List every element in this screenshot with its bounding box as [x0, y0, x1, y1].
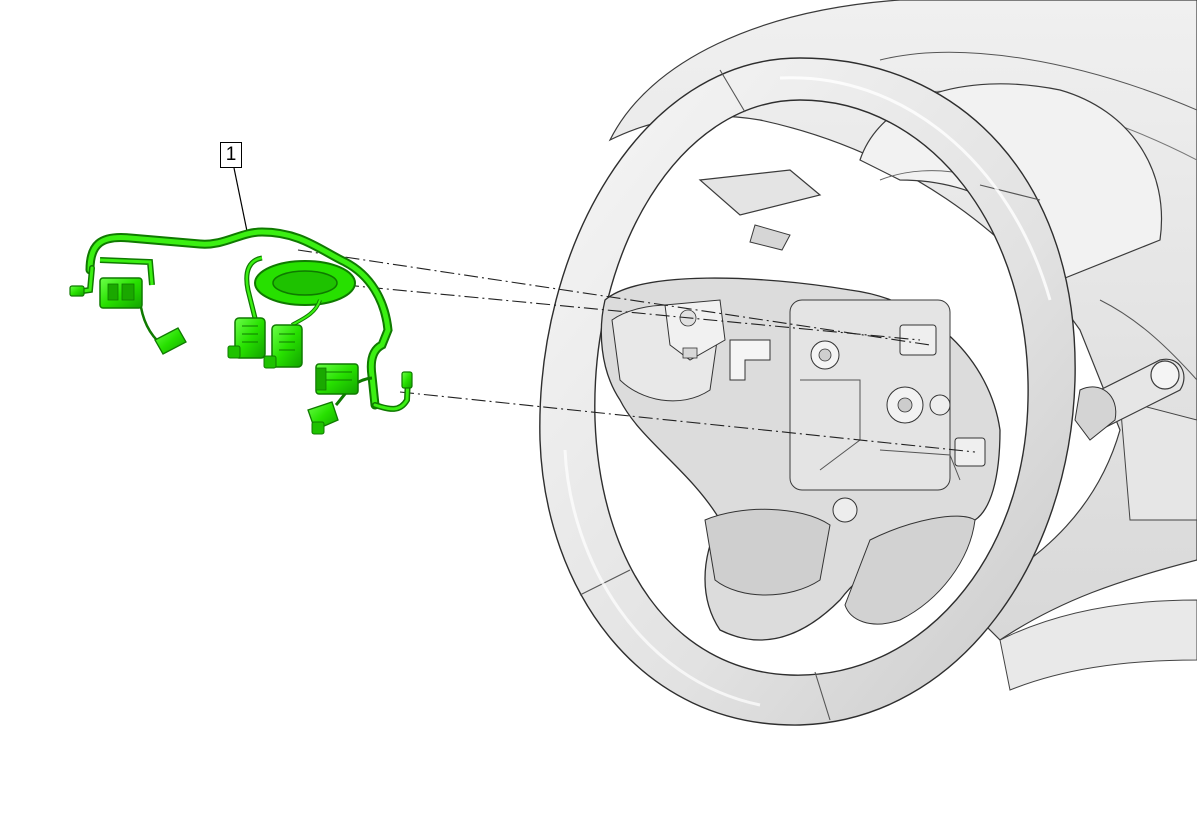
connector-bottom [307, 401, 339, 435]
wiring-harness-icon [73, 227, 411, 412]
connector-center-left [227, 317, 266, 359]
connector-pigtail [154, 327, 187, 355]
steering-wheel [539, 57, 1076, 726]
leader-line-1 [297, 249, 931, 346]
connector-left-block [69, 277, 143, 309]
callout-label-1: 1 [220, 142, 242, 168]
connector-icon [69, 277, 413, 435]
leader-line-3 [399, 391, 976, 453]
connector-end-terminal [401, 371, 413, 389]
callout-leader-line [233, 167, 249, 237]
leader-line-2 [344, 284, 921, 341]
stalk-upper [698, 169, 822, 251]
leader-lines [297, 249, 976, 453]
connector-right-block [315, 363, 359, 395]
steering-wheel-hub [600, 277, 1117, 641]
connector-center-right [263, 324, 303, 369]
